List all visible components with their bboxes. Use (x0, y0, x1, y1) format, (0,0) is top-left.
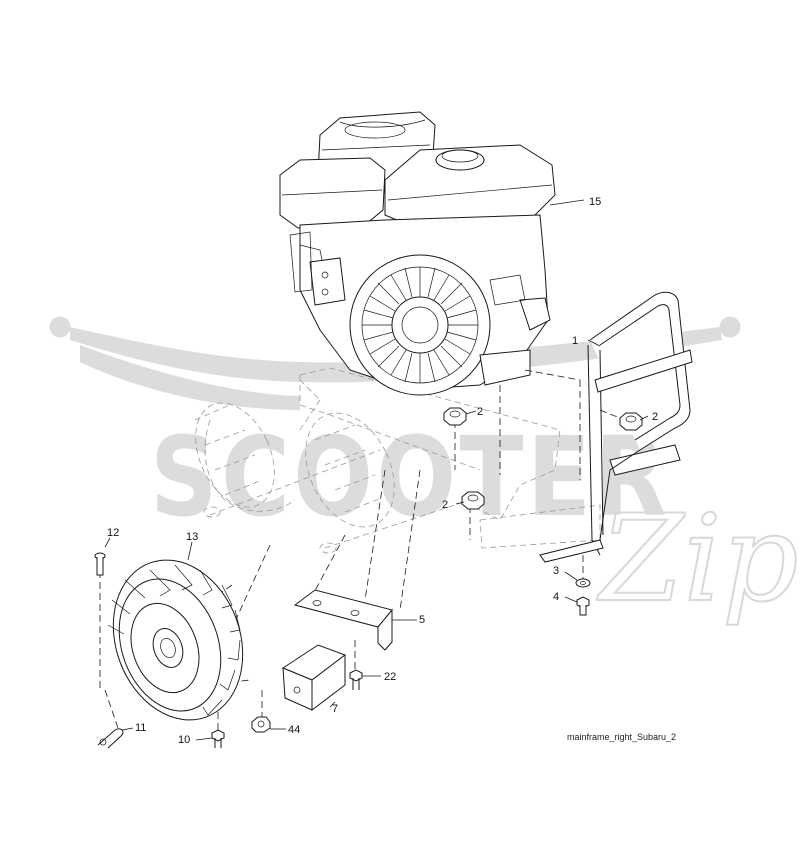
washer (575, 578, 591, 588)
bolt-22 (349, 669, 363, 690)
callout-2-right: 2 (652, 411, 658, 423)
tiller-frame-ghost (194, 367, 601, 554)
callout-4: 4 (553, 591, 559, 603)
flange-nut-middle (461, 491, 485, 510)
callout-13: 13 (186, 531, 198, 543)
callout-10: 10 (178, 734, 190, 746)
engine-assembly (279, 111, 556, 396)
flange-nut-right (619, 412, 643, 431)
callout-7: 7 (332, 703, 338, 715)
diagram-caption: mainframe_right_Subaru_2 (567, 732, 676, 742)
starter-fins (362, 267, 478, 383)
watermark-handlebar-icon (49, 316, 741, 410)
clevis-pin (94, 552, 106, 576)
watermark: SCOOTER Zip (49, 316, 800, 630)
watermark-script: Zip (596, 490, 799, 629)
tire-treads (107, 564, 241, 716)
callout-11: 11 (135, 722, 146, 734)
callout-22: 22 (384, 671, 396, 683)
callout-2-upper: 2 (477, 406, 483, 418)
rubber-block (281, 644, 347, 712)
callout-2-middle: 2 (442, 499, 448, 511)
callout-5: 5 (419, 614, 425, 626)
callout-3: 3 (553, 565, 559, 577)
callout-labels: 15 1 2 2 2 3 4 5 7 22 10 44 11 12 13 (107, 196, 658, 746)
watermark-text: SCOOTER (150, 413, 670, 541)
bolt-right (576, 596, 590, 616)
handle-guard (539, 291, 693, 563)
tire-wheel (107, 559, 244, 721)
leader-lines (104, 199, 649, 741)
hex-nut-44 (251, 716, 271, 733)
flange-nut-upper (443, 407, 467, 426)
bolt-10 (211, 729, 225, 748)
bracket-plate (293, 589, 393, 651)
callout-12: 12 (107, 527, 119, 539)
callout-1: 1 (572, 335, 578, 347)
callout-15: 15 (589, 196, 601, 208)
callout-44: 44 (288, 724, 300, 736)
lynch-pin (97, 728, 124, 749)
